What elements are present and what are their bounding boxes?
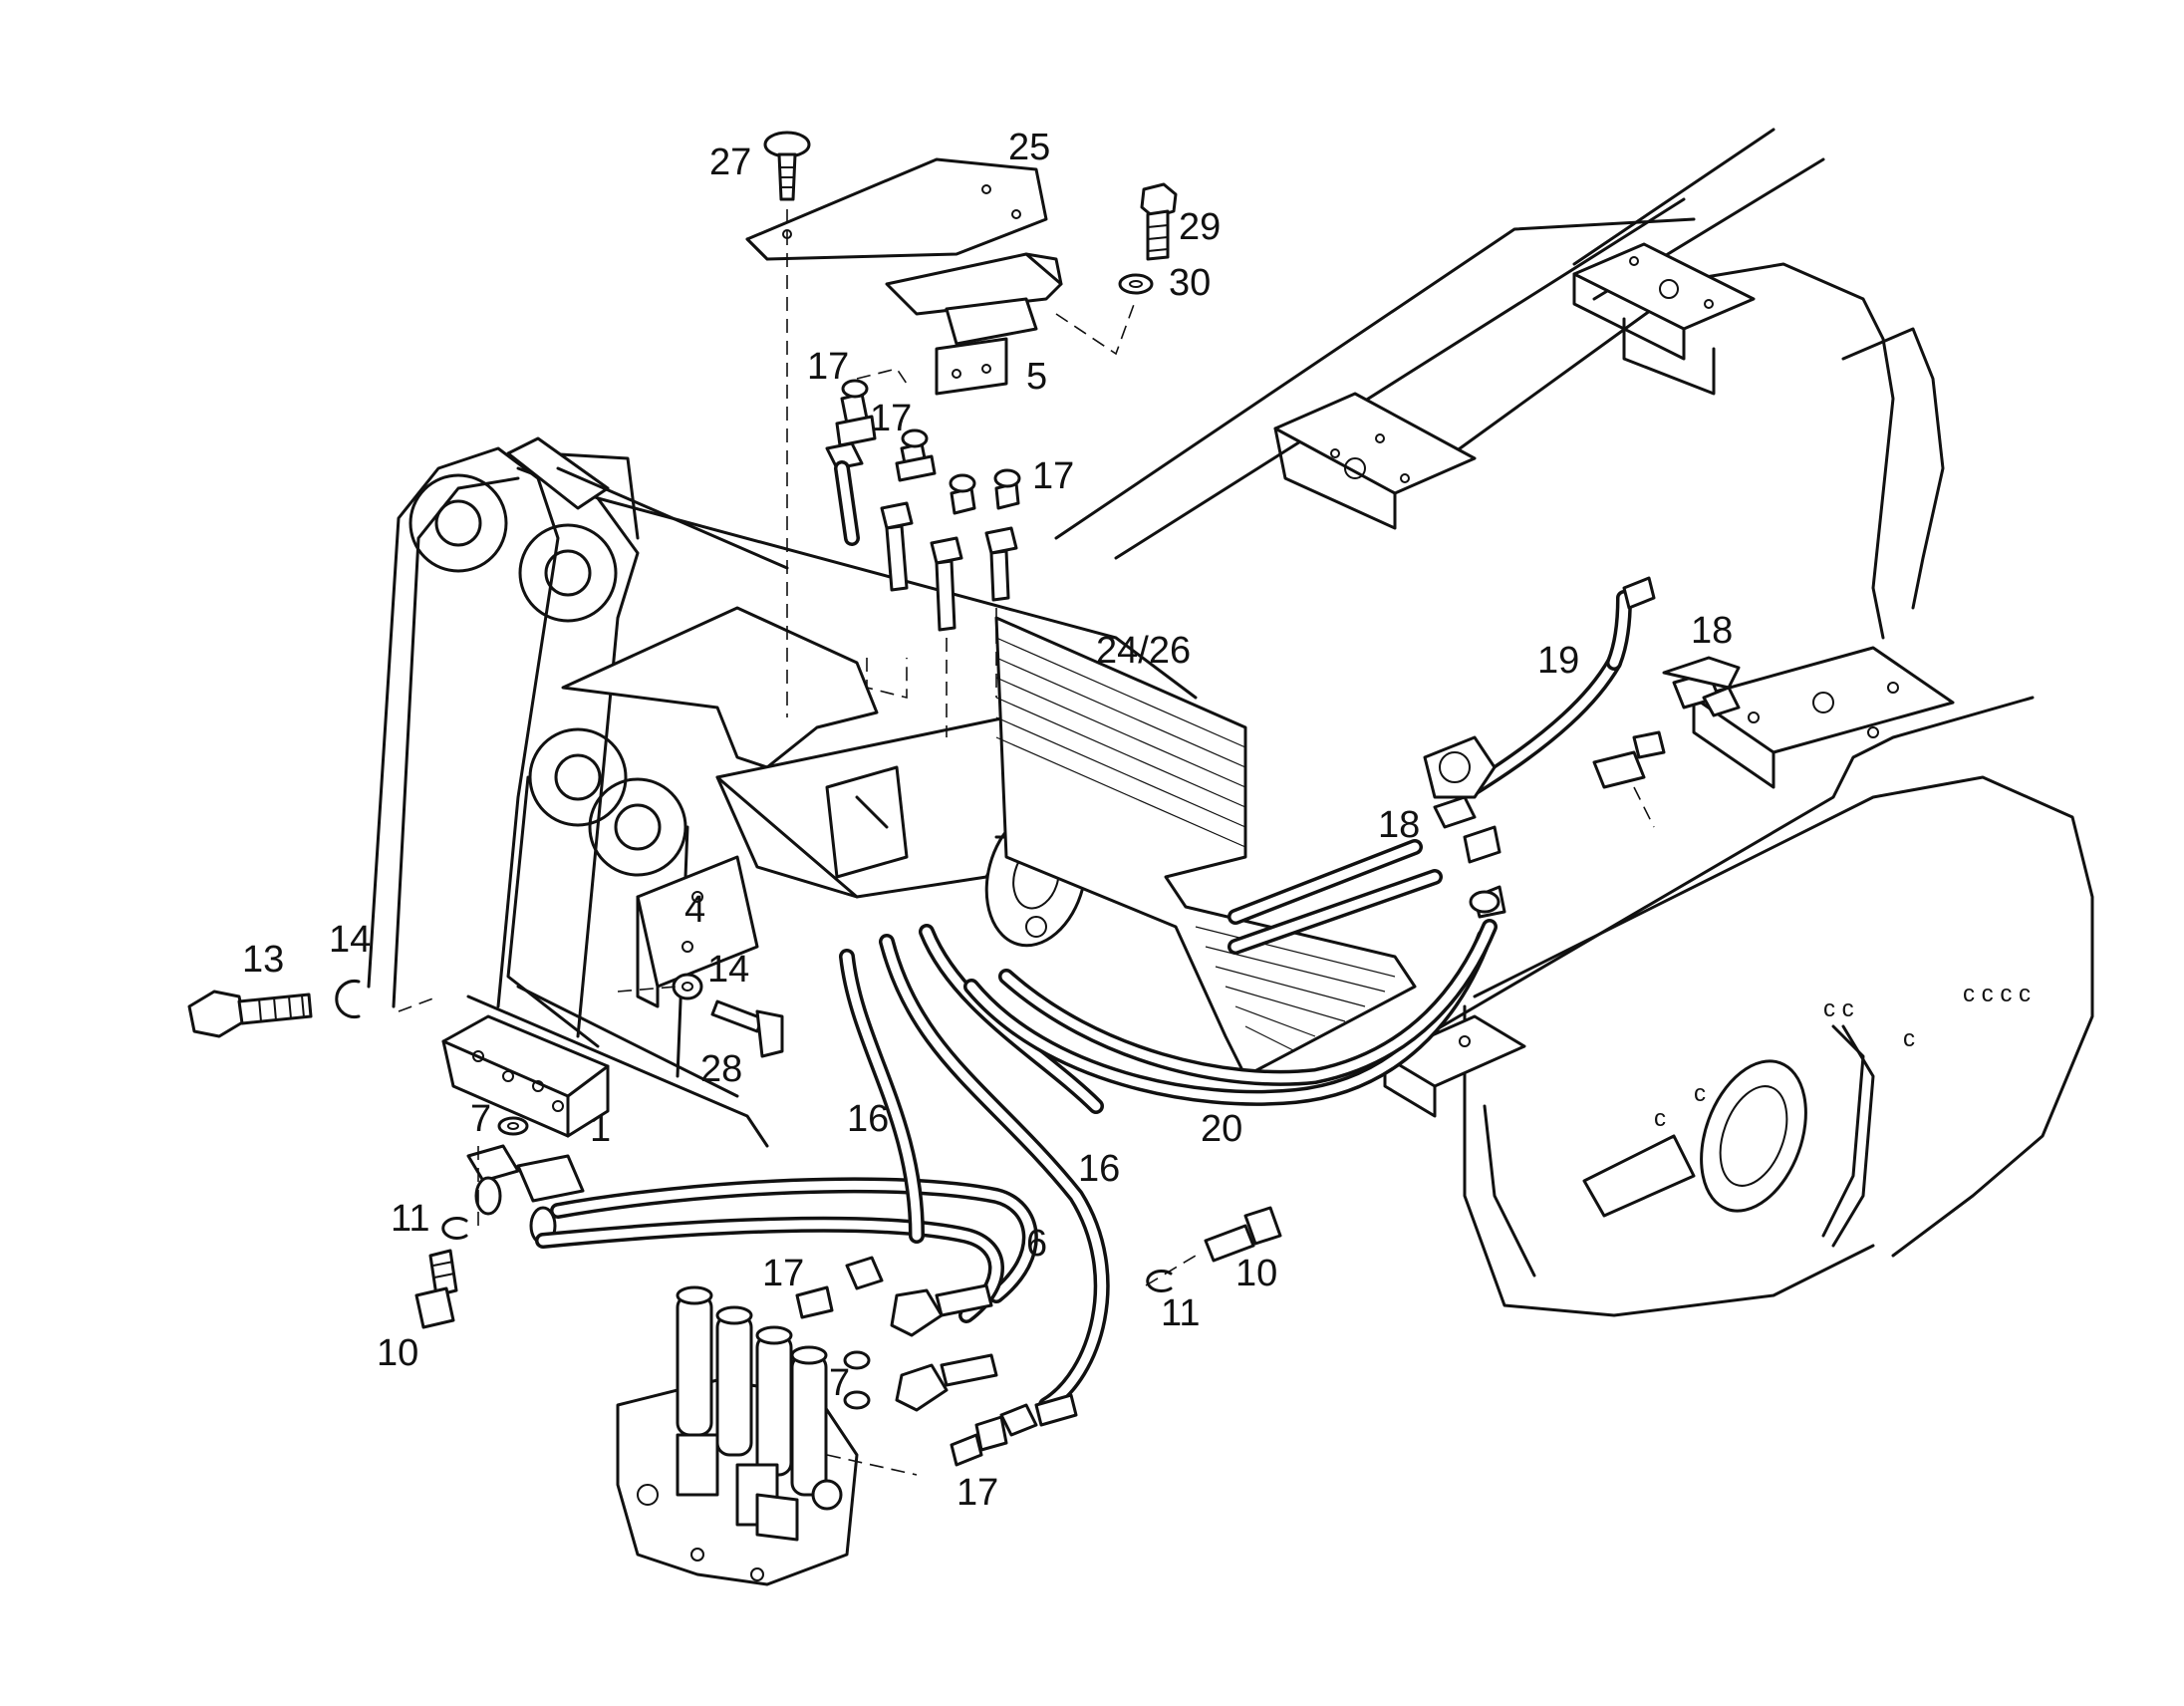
label-27: 27 bbox=[709, 142, 751, 183]
label-28: 28 bbox=[700, 1048, 742, 1090]
label-30: 30 bbox=[1169, 262, 1211, 304]
label-17-e: 17 bbox=[956, 1472, 998, 1514]
label-6: 6 bbox=[1026, 1223, 1047, 1265]
label-7-a: 7 bbox=[470, 1098, 491, 1140]
label-25: 25 bbox=[1008, 127, 1050, 168]
bracket-plate-25 bbox=[745, 157, 1048, 261]
label-16-a: 16 bbox=[847, 1098, 889, 1140]
machine-frame: c c c c c c c c c bbox=[1054, 128, 2094, 1317]
svg-text:c: c bbox=[1654, 1105, 1666, 1132]
label-19: 19 bbox=[1537, 640, 1579, 682]
label-16-b: 16 bbox=[1078, 1148, 1120, 1190]
hose-16 bbox=[839, 924, 1110, 1413]
label-18-b: 18 bbox=[1378, 804, 1420, 846]
label-10-a: 10 bbox=[377, 1332, 418, 1374]
svg-text:c c: c c bbox=[1823, 995, 1854, 1022]
pedal-valve-5 bbox=[885, 252, 1063, 396]
bolt-13 bbox=[187, 990, 313, 1038]
label-17-b: 17 bbox=[870, 398, 912, 439]
hose-20 bbox=[963, 839, 1498, 1106]
fittings-18-19 bbox=[1423, 576, 1741, 919]
fittings-17-top bbox=[825, 379, 1021, 632]
label-10-b: 10 bbox=[1235, 1253, 1277, 1294]
svg-text:c c c c: c c c c bbox=[1963, 981, 2031, 1007]
label-7-b: 7 bbox=[829, 1362, 850, 1404]
leader-lines bbox=[398, 209, 1655, 1476]
svg-text:c: c bbox=[1694, 1080, 1706, 1107]
label-4: 4 bbox=[684, 889, 705, 931]
screw-28 bbox=[710, 999, 784, 1058]
screw-10-right bbox=[1204, 1206, 1282, 1263]
screw-10-left bbox=[414, 1249, 458, 1329]
washer-14-right bbox=[672, 973, 703, 1000]
control-valve-block bbox=[616, 1285, 859, 1586]
label-11-a: 11 bbox=[391, 1198, 429, 1240]
svg-text:c: c bbox=[1903, 1025, 1915, 1052]
screw-27 bbox=[763, 131, 811, 201]
label-14-b: 14 bbox=[707, 949, 749, 991]
label-13: 13 bbox=[242, 939, 284, 981]
washer-11-left bbox=[441, 1217, 468, 1240]
label-29: 29 bbox=[1179, 206, 1221, 248]
washer-30 bbox=[1118, 273, 1154, 295]
label-11-b: 11 bbox=[1161, 1292, 1200, 1334]
label-5: 5 bbox=[1026, 356, 1047, 398]
fittings-near-valve bbox=[795, 1256, 1078, 1467]
hose-19 bbox=[1467, 590, 1632, 795]
mast-assembly bbox=[367, 436, 1198, 1148]
label-18-a: 18 bbox=[1691, 610, 1733, 652]
label-24-26: 24/26 bbox=[1096, 630, 1191, 672]
bolt-29 bbox=[1140, 182, 1178, 261]
label-17-c: 17 bbox=[1032, 455, 1074, 497]
label-20: 20 bbox=[1201, 1108, 1242, 1150]
block-1 bbox=[441, 1014, 610, 1138]
label-1: 1 bbox=[590, 1108, 611, 1150]
part-labels: 27 25 29 30 5 17 17 17 24/26 18 19 18 4 … bbox=[242, 127, 1733, 1514]
shield-24-26 bbox=[994, 616, 1417, 1078]
label-14-a: 14 bbox=[329, 919, 371, 961]
label-17-d: 17 bbox=[762, 1253, 804, 1294]
label-17-a: 17 bbox=[807, 346, 849, 388]
washer-11-right bbox=[1146, 1270, 1173, 1292]
washer-14-left bbox=[335, 980, 361, 1018]
